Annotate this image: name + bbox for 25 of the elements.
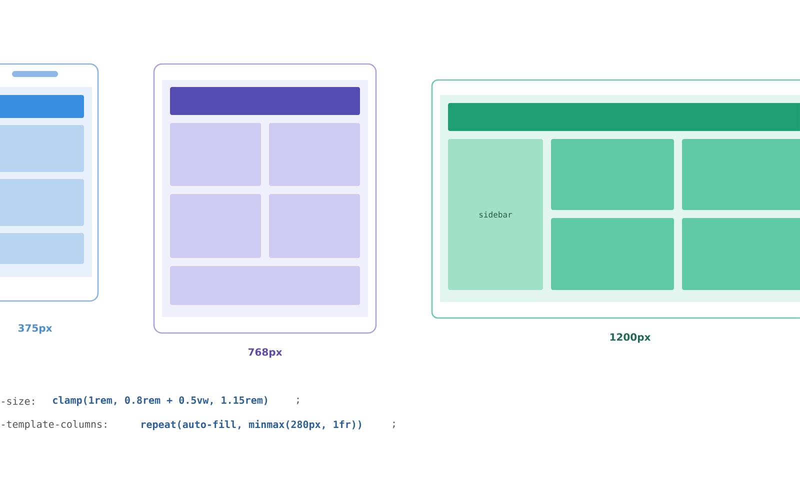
semicolon: ; [296, 398, 299, 404]
header-bar [0, 95, 84, 118]
content-card [0, 125, 84, 172]
content-card [170, 194, 261, 258]
content-card [269, 194, 360, 258]
css-property: -size: [2, 397, 34, 405]
width-label: 375px [18, 324, 52, 334]
css-property: -template-columns: [2, 420, 106, 430]
width-label: 1200px [610, 333, 651, 343]
content-card [269, 123, 360, 186]
header-bar [448, 103, 800, 131]
content-card [682, 139, 800, 210]
sidebar-panel: sidebar [448, 139, 543, 290]
css-value: clamp(1rem, 0.8rem + 0.5vw, 1.15rem) [53, 396, 268, 406]
width-label: 768px [248, 348, 282, 358]
content-card [0, 233, 84, 264]
header-bar [170, 87, 360, 115]
content-card [170, 123, 261, 186]
content-card [0, 179, 84, 226]
semicolon: ; [392, 422, 395, 428]
content-card [551, 139, 674, 210]
footer-bar [170, 266, 360, 305]
content-card [682, 218, 800, 290]
content-card [551, 218, 674, 290]
css-value: repeat(auto-fill, minmax(280px, 1fr)) [142, 420, 362, 430]
